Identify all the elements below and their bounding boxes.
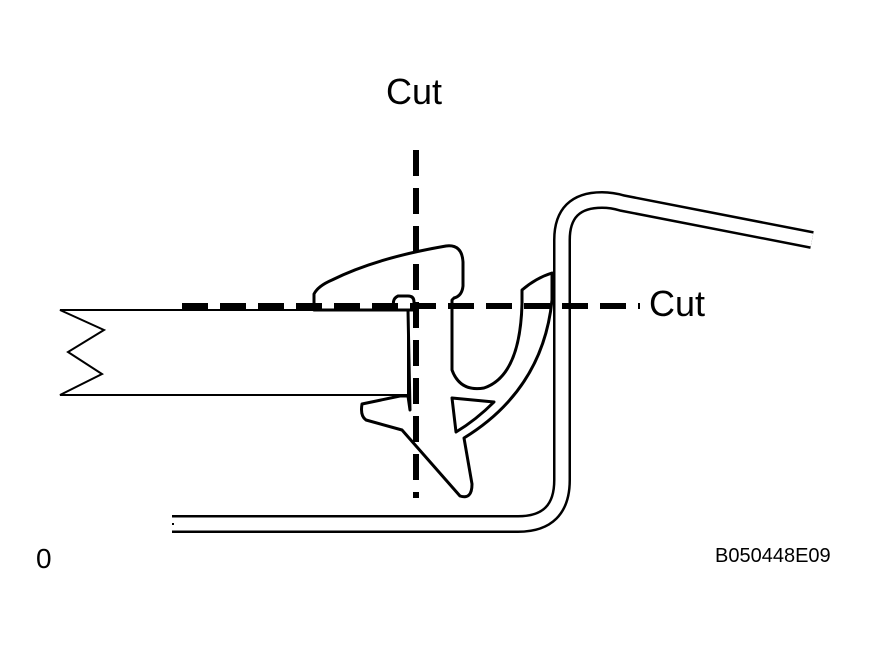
figure-id-label: B050448E09 <box>715 545 831 567</box>
glass-panel <box>59 309 409 396</box>
cut-label-vertical: Cut <box>386 71 443 112</box>
cut-label-horizontal: Cut <box>649 283 706 324</box>
cut-lines <box>182 150 640 498</box>
corner-code-label: 0 <box>36 543 52 574</box>
body-panel-flange <box>172 191 814 533</box>
